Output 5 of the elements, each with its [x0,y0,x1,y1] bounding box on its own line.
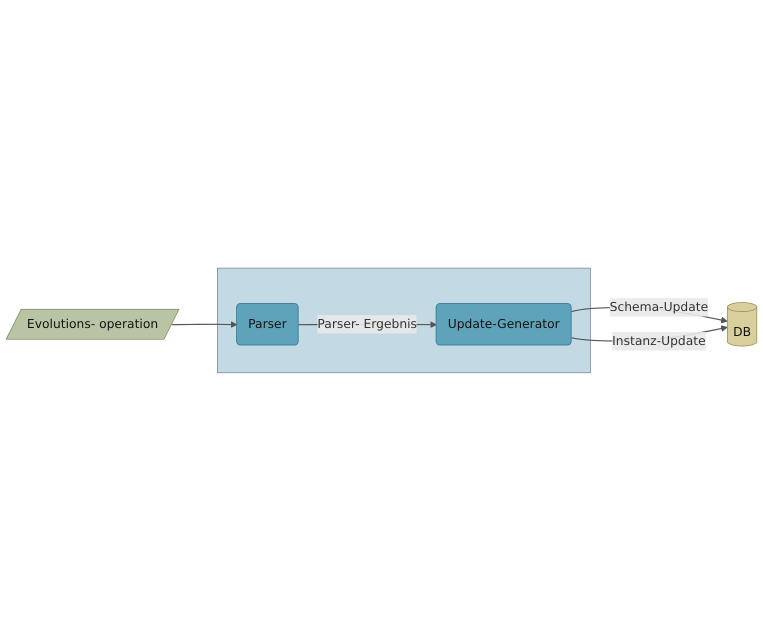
arrow [172,321,238,328]
cluster [217,268,591,374]
edge-label: Instanz-Update [612,334,706,348]
edge-label: Parser- Ergebnis [317,316,417,332]
edge-label: Schema-Update [610,300,708,314]
